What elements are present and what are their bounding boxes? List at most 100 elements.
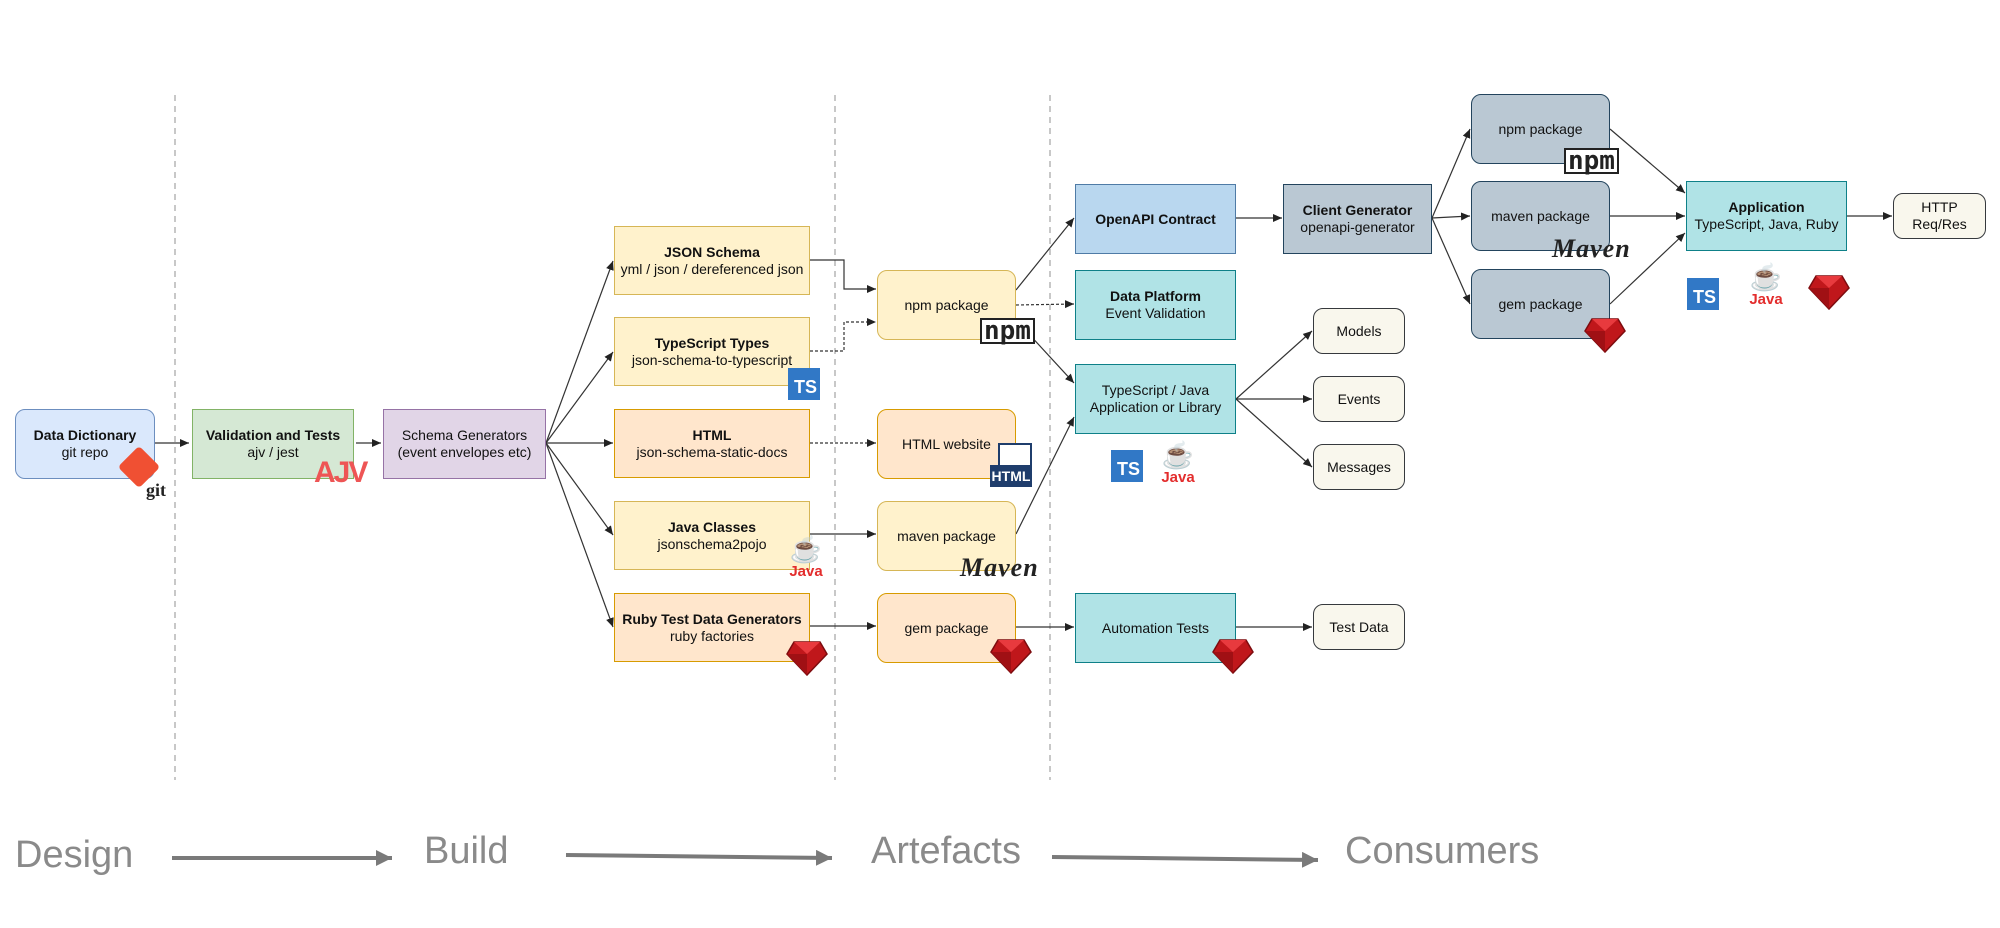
node-subtitle: TypeScript, Java, Ruby — [1694, 216, 1839, 232]
node-data-dictionary[interactable]: Data Dictionary git repo — [15, 409, 155, 479]
node-subtitle: ruby factories — [669, 627, 755, 644]
node-line: Req/Res — [1912, 216, 1967, 232]
edge — [545, 260, 614, 444]
node-title: JSON Schema — [664, 243, 760, 260]
node-line: Application or Library — [1089, 399, 1222, 415]
node-subtitle: yml / json / dereferenced json — [620, 260, 804, 277]
node-title: OpenAPI Contract — [1095, 210, 1216, 227]
node-label: maven package — [1491, 207, 1590, 224]
node-data-platform[interactable]: Data Platform Event Validation — [1075, 270, 1236, 340]
node-maven-package-2[interactable]: maven package — [1471, 181, 1610, 251]
node-title: Java Classes — [668, 518, 756, 535]
ruby-logo — [990, 639, 1032, 674]
node-label: Events — [1337, 390, 1381, 407]
maven-logo: Maven — [960, 553, 1039, 582]
java-logo: ☕Java — [789, 534, 823, 580]
ruby-logo — [1212, 639, 1254, 674]
maven-logo: Maven — [1552, 234, 1631, 263]
node-label: Test Data — [1329, 618, 1389, 635]
edge — [1015, 217, 1075, 291]
node-gem-package-2[interactable]: gem package — [1471, 269, 1610, 339]
edge — [1431, 128, 1471, 219]
node-title: Client Generator — [1302, 202, 1413, 218]
node-ts-java-app[interactable]: TypeScript / Java Application or Library — [1075, 364, 1236, 434]
edge — [1609, 128, 1686, 194]
typescript-logo: TS — [1111, 450, 1143, 482]
node-subtitle: git repo — [61, 444, 109, 460]
node-title: Data Dictionary — [33, 427, 137, 443]
node-html-website[interactable]: HTML website — [877, 409, 1016, 479]
ruby-logo — [1584, 318, 1626, 353]
node-subtitle: openapi-generator — [1300, 219, 1415, 235]
node-test-data[interactable]: Test Data — [1313, 604, 1405, 650]
edge — [1609, 232, 1686, 305]
edge — [1015, 416, 1075, 535]
typescript-logo: TS — [788, 368, 820, 400]
ajv-logo: AJV — [314, 456, 368, 489]
node-subtitle: Event Validation — [1105, 305, 1206, 321]
node-label: npm package — [904, 296, 989, 313]
stage-label-artefacts: Artefacts — [871, 830, 1021, 872]
node-line: (event envelopes etc) — [397, 444, 532, 460]
node-label: Messages — [1327, 458, 1391, 475]
node-subtitle: json-schema-to-typescript — [631, 351, 793, 368]
node-application[interactable]: Application TypeScript, Java, Ruby — [1686, 181, 1847, 251]
node-messages[interactable]: Messages — [1313, 444, 1405, 490]
node-html[interactable]: HTML json-schema-static-docs — [614, 409, 810, 478]
edge — [1235, 398, 1313, 468]
node-label: maven package — [897, 527, 996, 544]
ruby-logo — [786, 641, 828, 676]
node-label: HTML website — [902, 435, 991, 452]
edge — [1015, 300, 1075, 309]
typescript-logo: TS — [1687, 278, 1719, 310]
node-label: gem package — [904, 619, 989, 636]
node-validation-tests[interactable]: Validation and Tests ajv / jest — [192, 409, 354, 479]
ruby-logo — [1808, 275, 1850, 310]
node-events[interactable]: Events — [1313, 376, 1405, 422]
edge — [810, 259, 876, 293]
node-maven-package[interactable]: maven package — [877, 501, 1016, 571]
git-logo: git — [117, 445, 168, 504]
npm-logo: npm — [980, 318, 1035, 344]
edge — [1235, 330, 1313, 400]
node-models[interactable]: Models — [1313, 308, 1405, 354]
node-line: Schema Generators — [401, 427, 528, 443]
node-automation-tests[interactable]: Automation Tests — [1075, 593, 1236, 663]
node-label: npm package — [1498, 120, 1583, 137]
node-http[interactable]: HTTP Req/Res — [1893, 193, 1986, 239]
stage-label-design: Design — [15, 834, 134, 876]
node-java-classes[interactable]: Java Classes jsonschema2pojo — [614, 501, 810, 570]
node-subtitle: ajv / jest — [247, 444, 299, 460]
node-schema-generators[interactable]: Schema Generators (event envelopes etc) — [383, 409, 546, 479]
node-title: Ruby Test Data Generators — [622, 610, 802, 627]
node-line: HTTP — [1921, 199, 1958, 215]
stage-arrow — [565, 849, 833, 866]
node-typescript-types[interactable]: TypeScript Types json-schema-to-typescri… — [614, 317, 810, 386]
node-ruby-generators[interactable]: Ruby Test Data Generators ruby factories — [614, 593, 810, 662]
node-json-schema[interactable]: JSON Schema yml / json / dereferenced js… — [614, 226, 810, 295]
node-title: Validation and Tests — [205, 427, 341, 443]
node-subtitle: jsonschema2pojo — [657, 535, 767, 552]
node-openapi-contract[interactable]: OpenAPI Contract — [1075, 184, 1236, 254]
java-logo: ☕Java — [1749, 262, 1783, 308]
node-label: Automation Tests — [1101, 619, 1210, 636]
node-line: TypeScript / Java — [1101, 382, 1210, 398]
npm-logo: npm — [1564, 148, 1619, 174]
node-title: Data Platform — [1109, 288, 1202, 304]
node-label: gem package — [1498, 295, 1583, 312]
node-label: Models — [1336, 322, 1382, 339]
edge — [545, 442, 614, 628]
node-client-generator[interactable]: Client Generator openapi-generator — [1283, 184, 1432, 254]
java-logo: ☕Java — [1161, 440, 1195, 486]
node-title: Application — [1728, 199, 1805, 215]
stage-label-consumers: Consumers — [1345, 830, 1540, 872]
edge — [1431, 212, 1471, 221]
node-title: TypeScript Types — [654, 334, 770, 351]
node-subtitle: json-schema-static-docs — [636, 443, 788, 460]
stage-label-build: Build — [424, 830, 509, 872]
node-title: HTML — [692, 426, 732, 443]
stage-arrow — [1051, 851, 1319, 868]
edge — [545, 351, 614, 444]
